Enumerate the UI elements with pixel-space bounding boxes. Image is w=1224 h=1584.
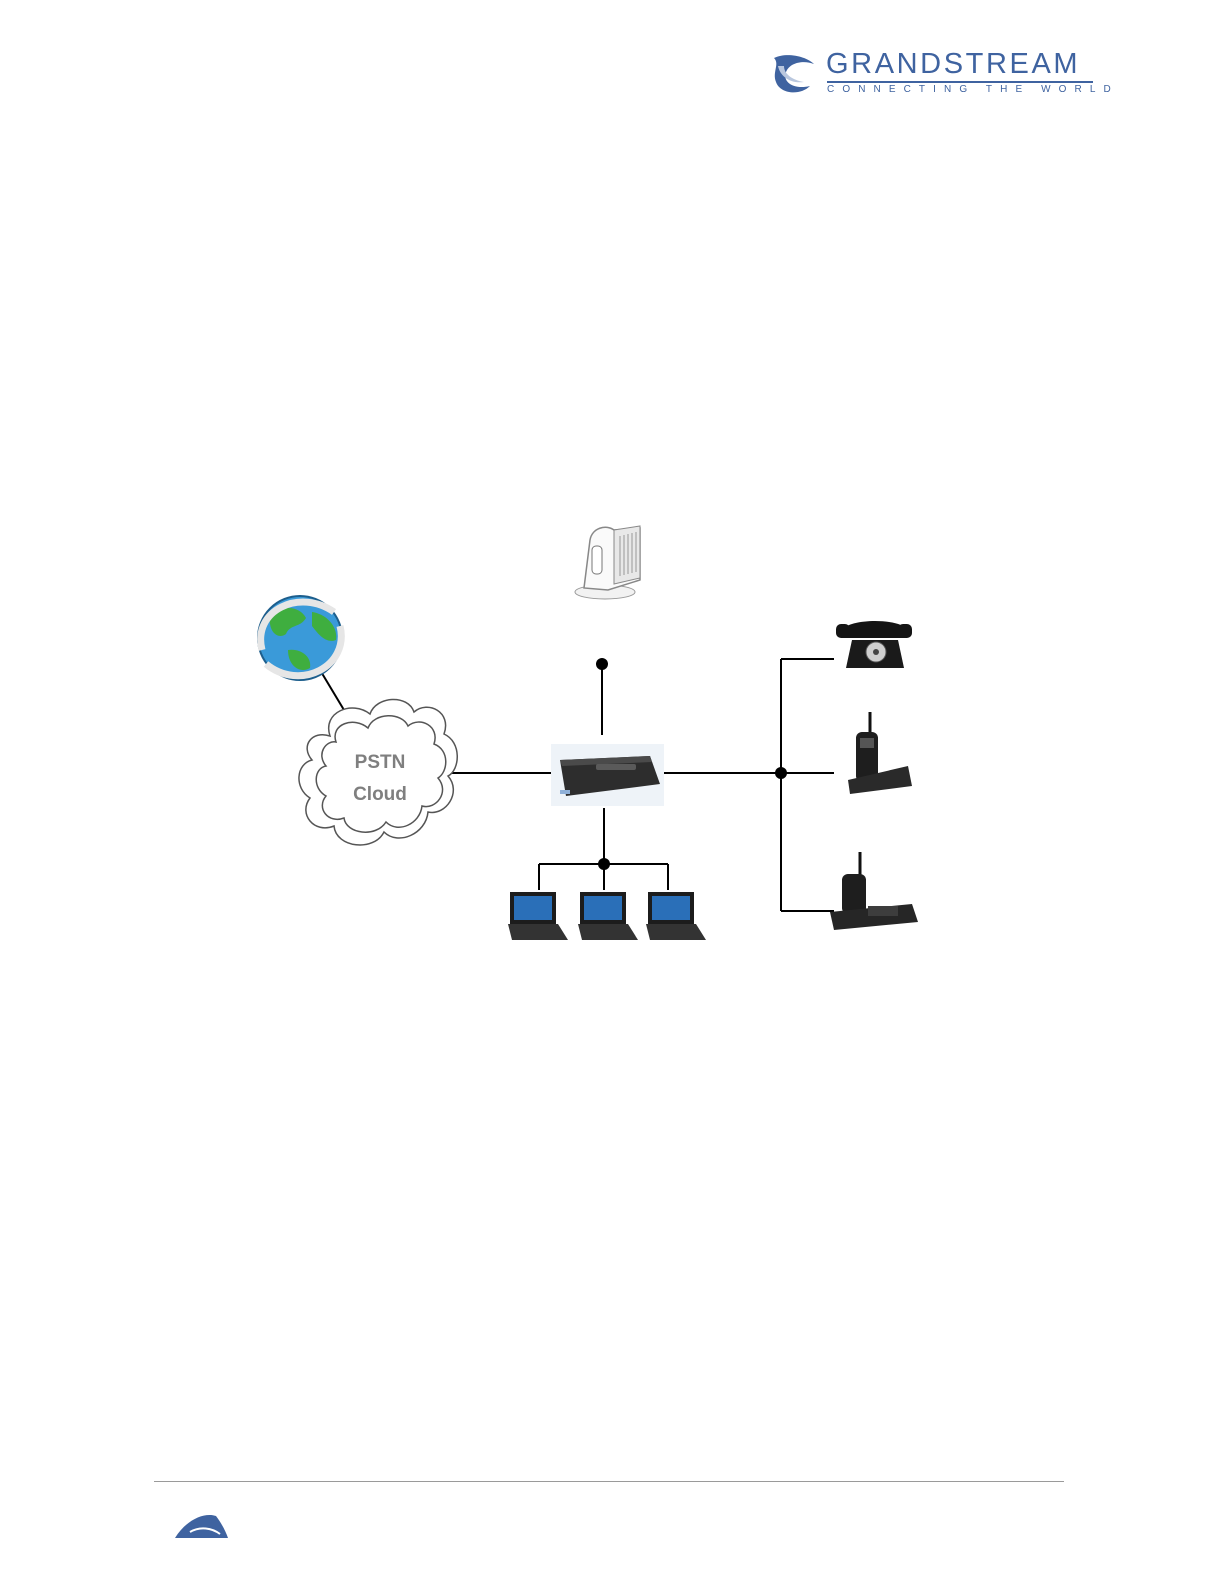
gateway-device-icon [551,744,664,806]
footer-logo-icon [175,1515,228,1538]
footer-rule [154,1481,1064,1482]
junction-dot-router [596,658,608,670]
laptop-icon-right [646,892,706,940]
cordless-phone-base-icon [830,852,918,930]
laptop-icon-left [508,892,568,940]
pstn-cloud-label-line1: PSTN [340,752,420,774]
junction-dot-laptops [598,858,610,870]
rotary-phone-icon [836,621,912,668]
laptop-icon-center [578,892,638,940]
cordless-phone-icon [848,712,912,794]
junction-dot-phones [775,767,787,779]
pstn-cloud-label-line2: Cloud [340,784,420,806]
globe-icon [258,596,342,680]
modem-router-icon [575,526,640,599]
